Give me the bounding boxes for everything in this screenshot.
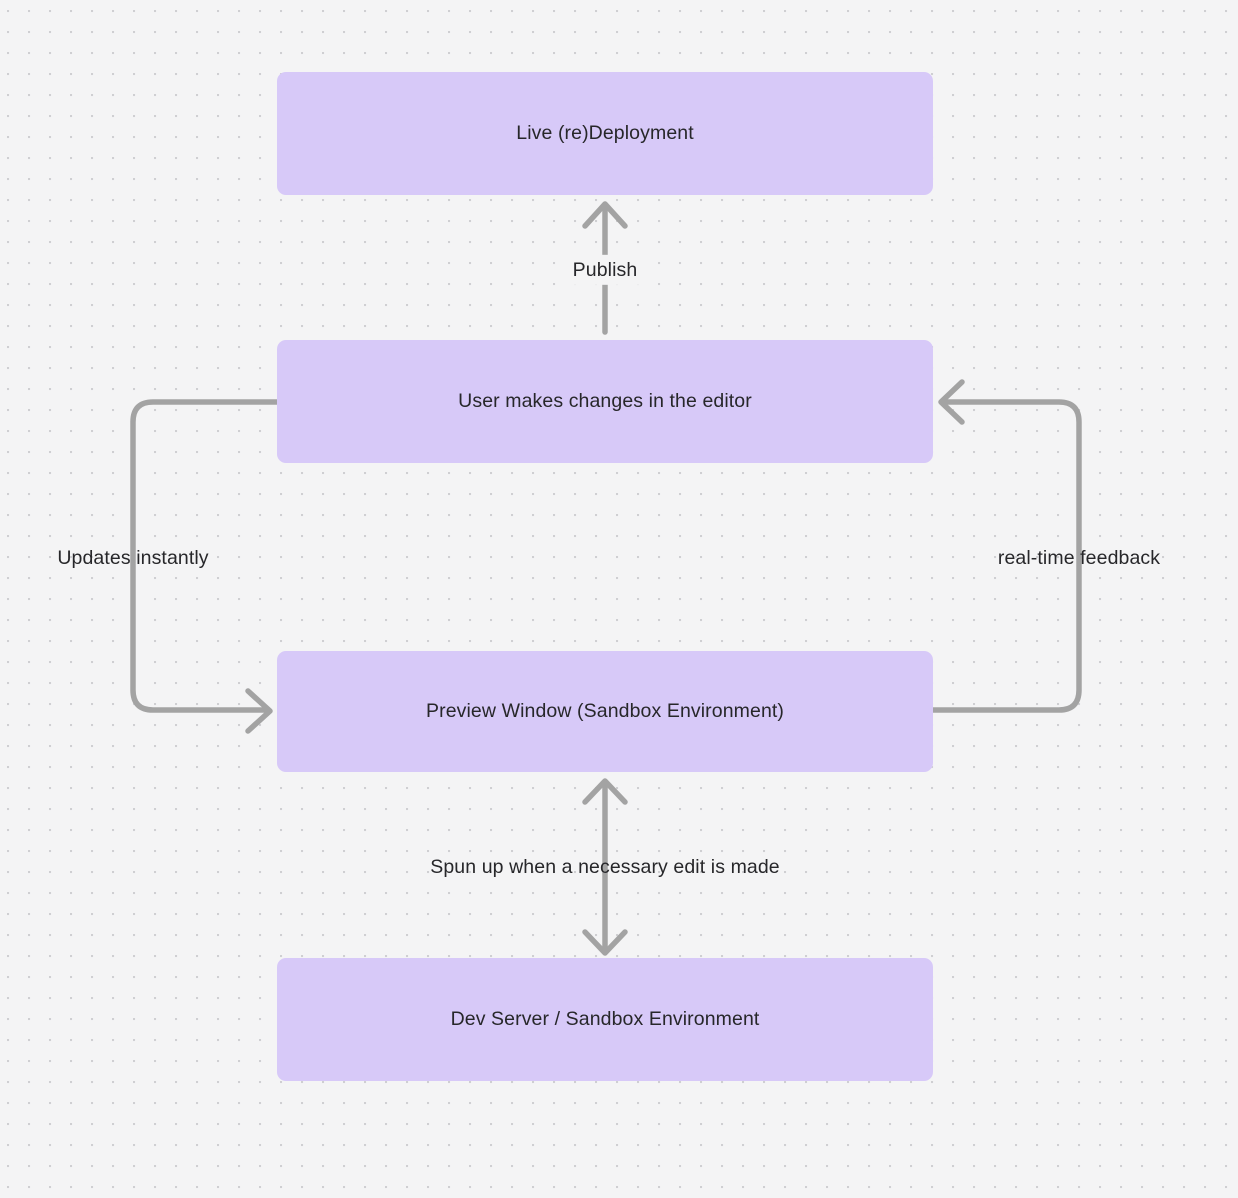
edge-label-real-time-feedback: real-time feedback xyxy=(997,546,1161,569)
node-preview-window-label: Preview Window (Sandbox Environment) xyxy=(426,699,784,722)
node-live-deployment-label: Live (re)Deployment xyxy=(516,121,694,144)
node-dev-server-label: Dev Server / Sandbox Environment xyxy=(450,1007,760,1030)
node-user-editor-label: User makes changes in the editor xyxy=(458,389,752,412)
node-dev-server[interactable]: Dev Server / Sandbox Environment xyxy=(277,958,933,1081)
edge-label-spun-up: Spun up when a necessary edit is made xyxy=(430,855,780,878)
node-user-editor[interactable]: User makes changes in the editor xyxy=(277,340,933,463)
edge-label-publish: Publish xyxy=(567,254,643,286)
node-live-deployment[interactable]: Live (re)Deployment xyxy=(277,72,933,195)
node-preview-window[interactable]: Preview Window (Sandbox Environment) xyxy=(277,651,933,772)
edge-label-updates-instantly: Updates instantly xyxy=(57,546,209,569)
